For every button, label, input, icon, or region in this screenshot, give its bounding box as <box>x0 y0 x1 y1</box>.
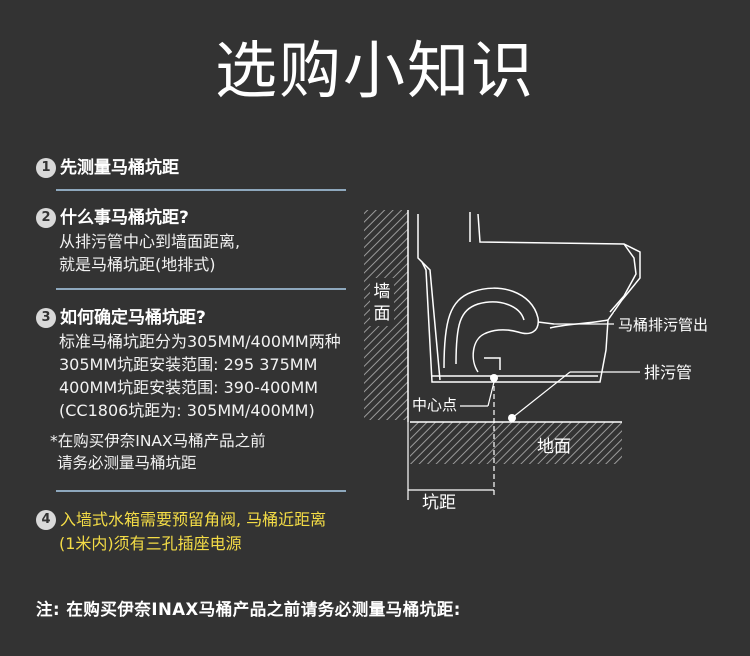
section-2: 2 什么事马桶坑距? 从排污管中心到墙面距离, 就是马桶坑距(地排式) <box>36 206 240 276</box>
text-line: 从排污管中心到墙面距离, <box>59 232 241 251</box>
text-line: (CC1806坑距为: 305MM/400MM) <box>59 401 315 420</box>
text-line: 标准马桶坑距分为305MM/400MM两种 <box>59 332 341 351</box>
center-leader-diag <box>487 381 495 407</box>
text-line: (1米内)须有三孔插座电源 <box>59 534 242 553</box>
floor-hatch <box>410 422 622 464</box>
pipe-leader-diag <box>511 371 571 419</box>
toilet-pit-diagram: 墙 面 地面 马桶排污管出 排污管 中心点 坑距 <box>364 210 732 512</box>
toilet-outline <box>417 212 641 383</box>
step-number: 1 <box>36 158 56 178</box>
step-number: 3 <box>36 308 56 328</box>
step-number: 4 <box>36 510 56 530</box>
wall-label: 面 <box>374 304 391 324</box>
divider <box>56 490 346 492</box>
text-line: 400MM坑距安装范围: 390-400MM <box>59 378 319 397</box>
note-line: *在购买伊奈INAX马桶产品之前 <box>50 432 266 450</box>
section-4: 4 入墙式水箱需要预留角阀, 马桶近距离 (1米内)须有三孔插座电源 <box>36 508 326 555</box>
step-number: 2 <box>36 208 56 228</box>
wall-label-bg <box>370 278 394 326</box>
section-text: 入墙式水箱需要预留角阀, 马桶近距离 <box>60 510 327 529</box>
pit-label: 坑距 <box>422 493 456 512</box>
text-line: 就是马桶坑距(地排式) <box>59 255 216 274</box>
footer-note: 注: 在购买伊奈INAX马桶产品之前请务必测量马桶坑距: <box>36 600 461 619</box>
section-heading: 如何确定马桶坑距? <box>60 308 206 328</box>
text-line: 305MM坑距安装范围: 295 375MM <box>59 355 318 374</box>
note-line: 请务必测量马桶坑距 <box>57 454 197 472</box>
outlet-label: 马桶排污管出 <box>618 316 708 334</box>
pipe-point <box>508 414 516 422</box>
section-3: 3 如何确定马桶坑距? 标准马桶坑距分为305MM/400MM两种 305MM坑… <box>36 306 341 474</box>
pipe-label: 排污管 <box>644 363 692 382</box>
floor-label: 地面 <box>537 437 571 457</box>
divider <box>56 288 346 290</box>
section-1: 1 先测量马桶坑距 <box>36 156 179 180</box>
center-label: 中心点 <box>412 396 457 414</box>
section-heading: 什么事马桶坑距? <box>60 208 189 228</box>
divider <box>56 189 346 191</box>
center-point <box>490 374 498 382</box>
section-heading: 先测量马桶坑距 <box>60 158 179 178</box>
page-title: 选购小知识 <box>214 34 535 107</box>
wall-label: 墙 <box>374 282 391 302</box>
